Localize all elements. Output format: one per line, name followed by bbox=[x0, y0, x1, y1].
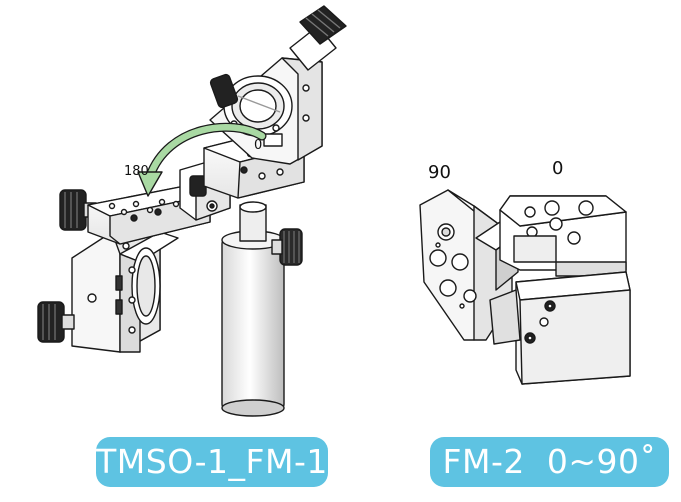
side-knob-icon bbox=[209, 73, 239, 109]
angle-label-0-right: 0 bbox=[552, 158, 563, 179]
post-clamp-knob-icon bbox=[271, 228, 303, 266]
fm2-caption-badge: FM-2 0~90˚ bbox=[430, 437, 669, 487]
angle-label-90: 90 bbox=[428, 162, 451, 183]
lower-adjust-knob-bottom-icon bbox=[37, 301, 75, 343]
fixed-base-block bbox=[499, 195, 627, 277]
fm2-body bbox=[489, 271, 631, 385]
lower-mirror-mount bbox=[71, 231, 179, 353]
rotation-arrow-icon bbox=[137, 122, 267, 197]
mounting-post bbox=[221, 201, 285, 417]
fm2-flip-mount bbox=[419, 189, 631, 385]
upper-adjust-knob-icon bbox=[289, 5, 347, 71]
tmso-fm1-assembly bbox=[37, 5, 347, 417]
angle-label-180: 180 bbox=[124, 164, 149, 179]
upper-mirror-mount bbox=[209, 57, 323, 165]
angle-label-0-left: 0 bbox=[254, 138, 262, 153]
tmso-fm1-caption-badge: TMSO-1_FM-1 bbox=[96, 437, 328, 487]
